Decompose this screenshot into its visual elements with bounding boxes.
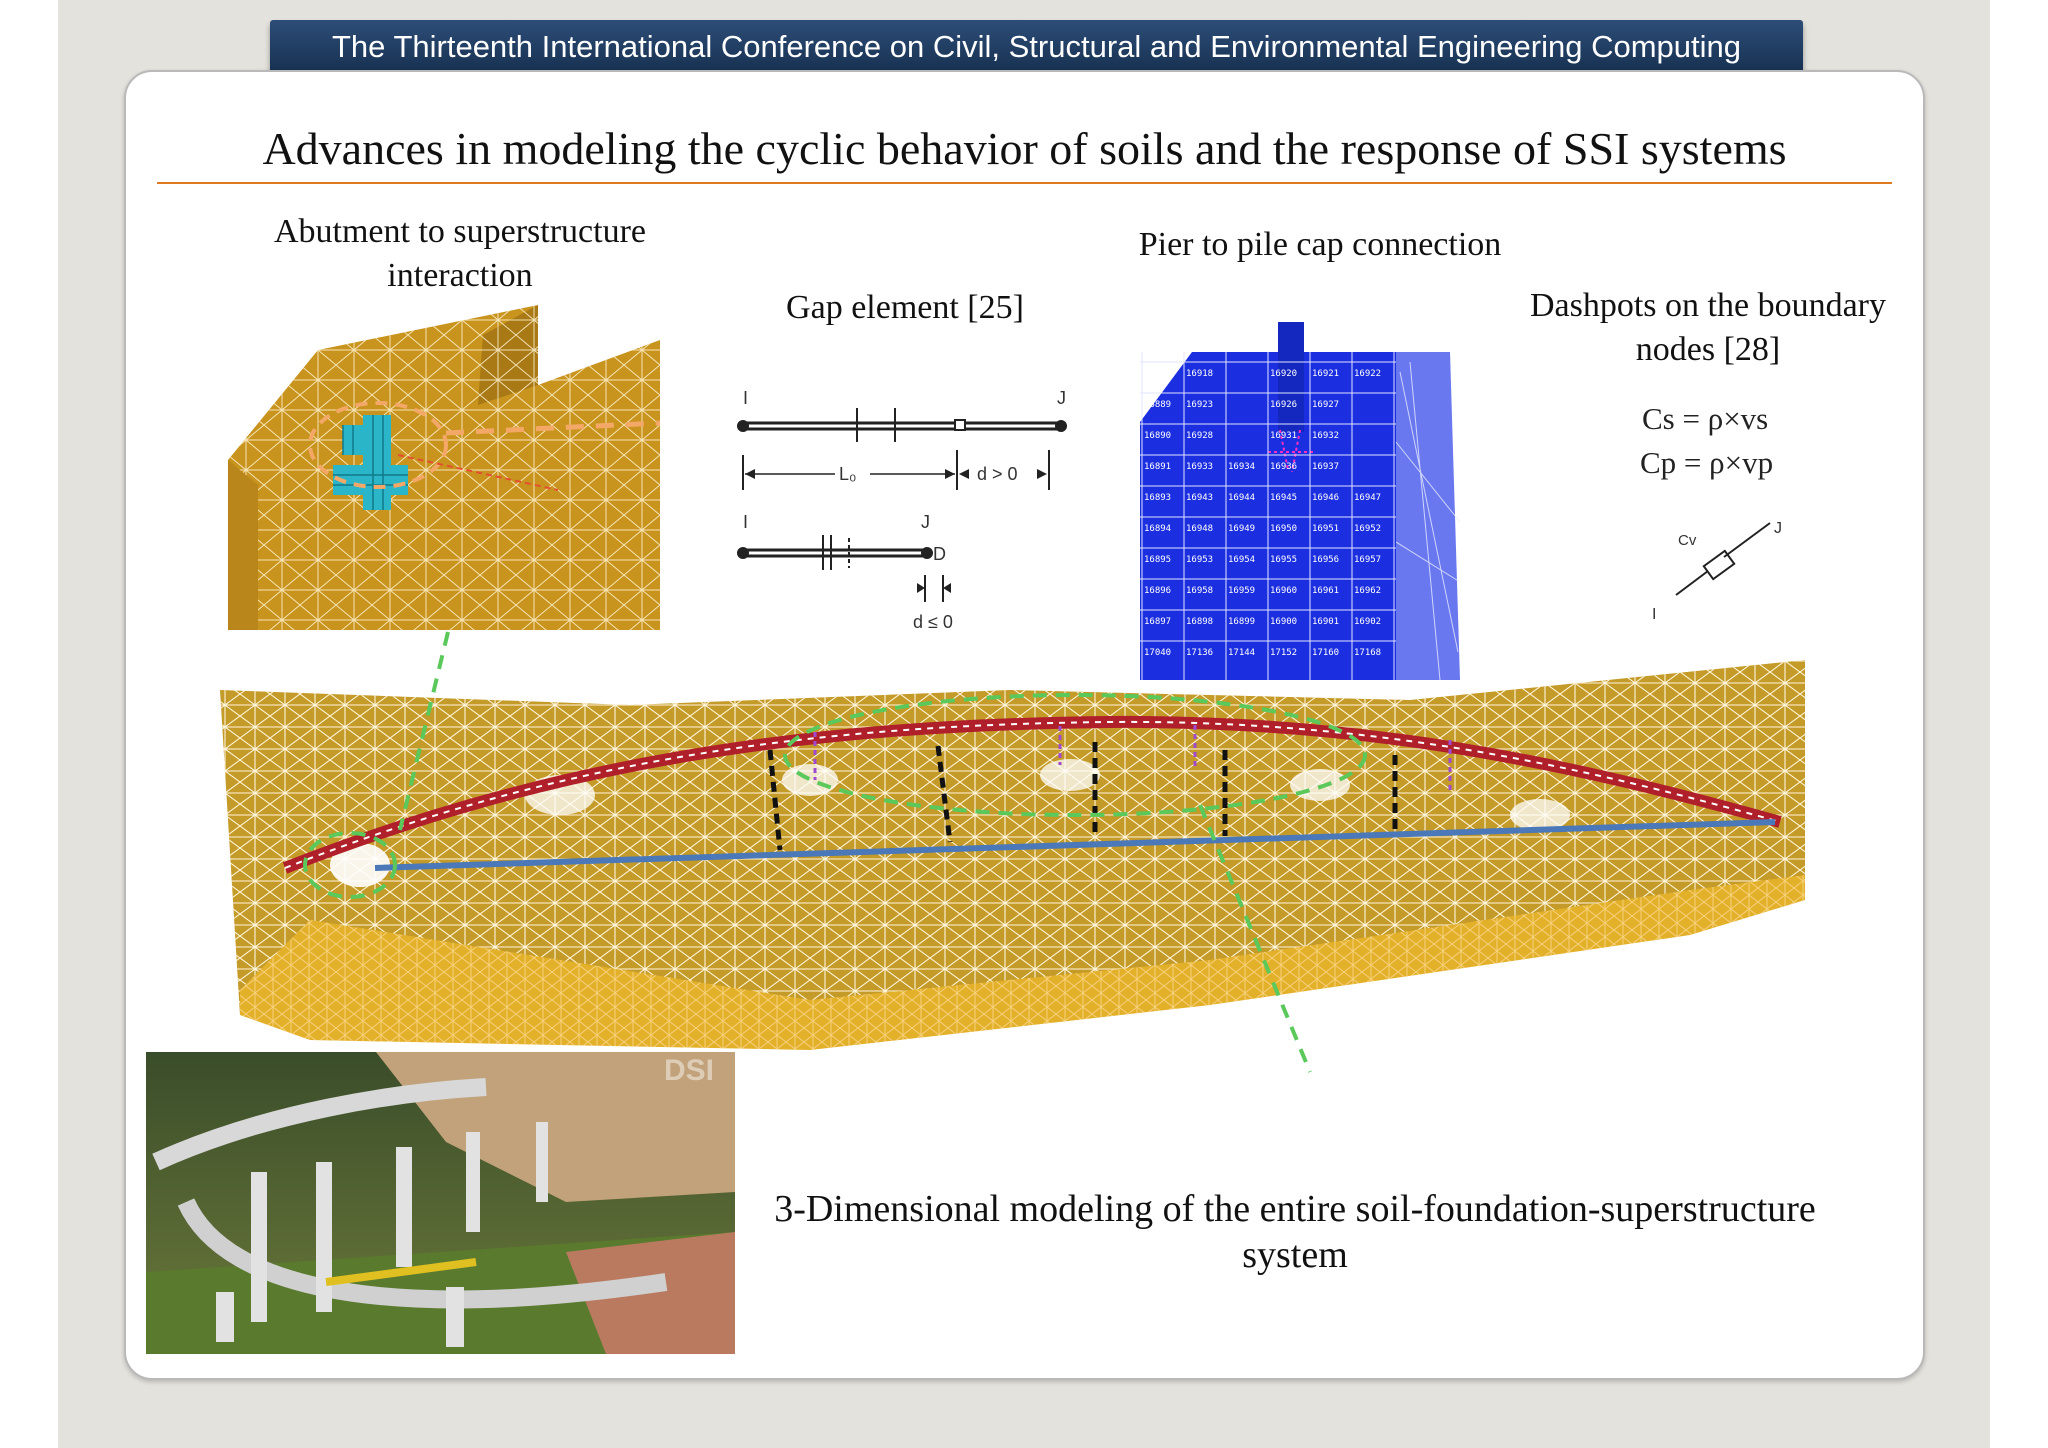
dashpot-cv-label: Cv xyxy=(1678,532,1697,549)
photo-watermark: DSI xyxy=(664,1054,714,1087)
pier-node-label: 16950 xyxy=(1270,524,1297,534)
gap-element-diagram: I J L₀ d > 0 I J D d ≤ 0 xyxy=(725,380,1085,640)
pier-node-label: 16890 xyxy=(1144,431,1171,441)
pier-node-label: 16921 xyxy=(1312,369,1339,379)
pier-node-label: 16937 xyxy=(1312,462,1339,472)
pier-node-label: 16952 xyxy=(1354,524,1381,534)
pier-node-label: 17040 xyxy=(1144,648,1171,658)
pier-node-label: 16951 xyxy=(1312,524,1339,534)
pier-node-label: 16900 xyxy=(1270,617,1297,627)
pier-node-label: 16918 xyxy=(1186,369,1213,379)
pier-node-label: 16901 xyxy=(1312,617,1339,627)
bridge-photo: DSI xyxy=(146,1052,735,1354)
bridge-axis-line xyxy=(374,819,1776,871)
pier-node-label: 16949 xyxy=(1228,524,1255,534)
slide-title: Advances in modeling the cyclic behavior… xyxy=(262,123,1787,174)
pier-node-label: 16943 xyxy=(1186,493,1213,503)
pier-mesh-panel: 16888 16918 16920 16921 16922 16889 16923 16926… xyxy=(1140,322,1500,680)
pier-node-label: 16953 xyxy=(1186,555,1213,565)
pier-node-label: 16920 xyxy=(1270,369,1297,379)
pier-node-label: 16893 xyxy=(1144,493,1171,503)
pier-node-label: 16898 xyxy=(1186,617,1213,627)
pier-node-label: 16948 xyxy=(1186,524,1213,534)
model-caption: 3-Dimensional modeling of the entire soi… xyxy=(774,1188,1816,1276)
pier-node-label: 16956 xyxy=(1312,555,1339,565)
gap-open-label: d > 0 xyxy=(977,464,1018,484)
pier-node-label: 16928 xyxy=(1186,431,1213,441)
abutment-callout-circle xyxy=(308,401,448,489)
pier-node-label: 16959 xyxy=(1228,586,1255,596)
dashpot-icon: Cv J I xyxy=(1652,520,1782,623)
pier-node-label: 16945 xyxy=(1270,493,1297,503)
pier-node-label: 16894 xyxy=(1144,524,1171,534)
pier-node-label: 17168 xyxy=(1354,648,1381,658)
gap-length-label: L₀ xyxy=(839,464,856,484)
pier-node-label: 16933 xyxy=(1186,462,1213,472)
gap-node-i-bottom: I xyxy=(743,512,748,532)
soil-bridge-model xyxy=(210,650,1810,1080)
gap-node-j-bottom: J xyxy=(921,512,930,532)
formula-cp: Cp = ρ×vp xyxy=(1640,445,1773,480)
pier-node-label: 16957 xyxy=(1354,555,1381,565)
pier-node-label: 16931 xyxy=(1270,431,1297,441)
pier-node-label: 17152 xyxy=(1270,648,1297,658)
gap-closed-label: d ≤ 0 xyxy=(913,612,953,632)
pier-node-label: 16932 xyxy=(1312,431,1339,441)
conference-header: The Thirteenth International Conference … xyxy=(270,20,1803,74)
bridge-piers xyxy=(767,742,1398,851)
title-underline xyxy=(157,182,1892,184)
dashpot-node-i: I xyxy=(1652,606,1656,623)
pier-node-label: 16895 xyxy=(1144,555,1171,565)
pier-node-label: 16960 xyxy=(1270,586,1297,596)
pier-node-label: 16954 xyxy=(1228,555,1255,565)
pier-node-label: 16888 xyxy=(1144,369,1171,379)
label-dashpots: Dashpots on the boundary nodes [28] xyxy=(1529,287,1886,368)
pier-node-label: 16958 xyxy=(1186,586,1213,596)
formula-cs: Cs = ρ×vs xyxy=(1642,401,1768,436)
pier-node-label: 16955 xyxy=(1270,555,1297,565)
pier-node-label: 16889 xyxy=(1144,400,1171,410)
label-pier-connection: Pier to pile cap connection xyxy=(1138,226,1502,263)
abutment-mesh-panel xyxy=(228,305,660,630)
pier-node-label: 16946 xyxy=(1312,493,1339,503)
pier-node-label: 16927 xyxy=(1312,400,1339,410)
pier-node-label: 16899 xyxy=(1228,617,1255,627)
pier-node-label: 16896 xyxy=(1144,586,1171,596)
pier-node-label: 16961 xyxy=(1312,586,1339,596)
dashpot-panel: Cs = ρ×vs Cp = ρ×vp Cv J I xyxy=(1620,395,1840,635)
bridge-photo-deck-upper xyxy=(152,1078,487,1171)
pier-node-label: 17144 xyxy=(1228,648,1255,658)
pier-node-label: 16922 xyxy=(1354,369,1381,379)
pier-node-label: 16944 xyxy=(1228,493,1255,503)
pier-callout-ellipse xyxy=(783,693,1367,817)
pier-node-label: 16902 xyxy=(1354,617,1381,627)
abutment-wall xyxy=(333,415,408,510)
bridge-photo-deck-lower xyxy=(177,1198,668,1309)
pier-node-label: 16891 xyxy=(1144,462,1171,472)
pier-node-label: 16936 xyxy=(1270,462,1297,472)
label-abutment: Abutment to superstructure interaction xyxy=(273,213,647,294)
gap-symbol: D xyxy=(933,544,946,564)
dashpot-node-j: J xyxy=(1774,520,1782,537)
pier-node-label: 16923 xyxy=(1186,400,1213,410)
pier-node-label: 16926 xyxy=(1270,400,1297,410)
gap-node-j-top: J xyxy=(1057,388,1066,408)
pier-node-label: 16947 xyxy=(1354,493,1381,503)
label-gap-element: Gap element [25] xyxy=(786,289,1024,326)
pier-node-label: 16934 xyxy=(1228,462,1255,472)
pier-node-label: 16897 xyxy=(1144,617,1171,627)
pier-node-label: 17160 xyxy=(1312,648,1339,658)
gap-node-i-top: I xyxy=(743,388,748,408)
abutment-callout-ellipse xyxy=(303,831,397,899)
pier-node-label: 17136 xyxy=(1186,648,1213,658)
pier-node-label: 16962 xyxy=(1354,586,1381,596)
